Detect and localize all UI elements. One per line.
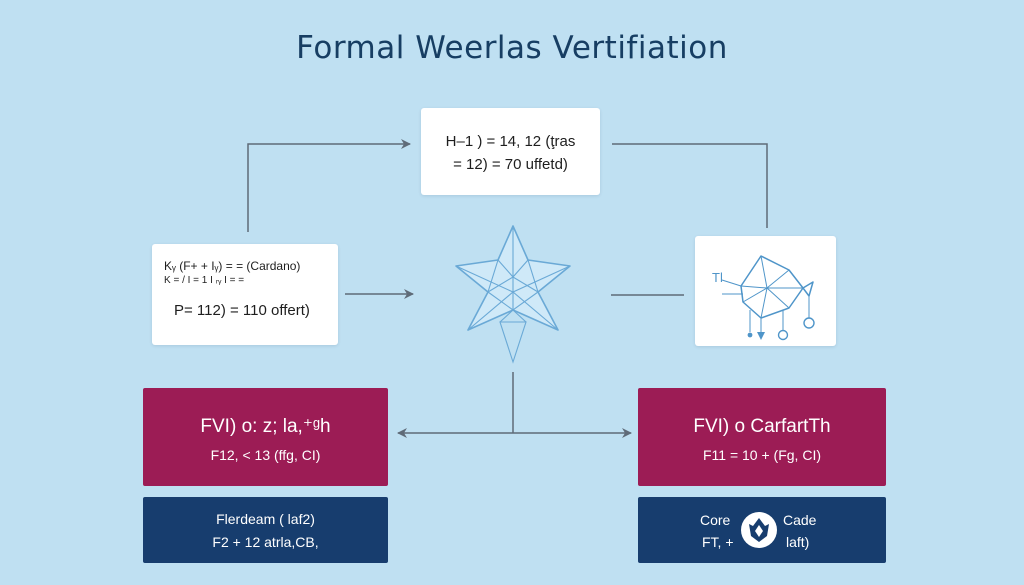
- laft-label: laft): [786, 534, 810, 550]
- bottom-left-blue-panel: Flerdeam ( laf2) F2 + 12 atrla,CB,: [143, 497, 388, 563]
- bottom-left-red-formula: F12, < 13 (ffg, CI): [210, 447, 321, 463]
- icon-box-label: Tl: [712, 270, 723, 285]
- bottom-left-red-panel: FVI) o: z; la,⁺ᵍh F12, < 13 (ffg, CI): [143, 388, 388, 486]
- right-icon-box: Tl: [695, 236, 836, 346]
- top-formula-line-1: H–1 ) = 14, 12 (ţras: [445, 133, 576, 150]
- left-formula-line-2: K = / I = 1 I ᵣᵧ I = =: [164, 275, 245, 286]
- bottom-left-blue-formula: F2 + 12 atrla,CB,: [212, 534, 319, 550]
- left-formula-line-3: P= 112) = 110 offert): [174, 302, 310, 319]
- cade-label: Cade: [783, 512, 817, 528]
- core-label: Core: [700, 512, 731, 528]
- core-cade-row: Core Cade FT, + laft): [638, 511, 886, 551]
- diagram-title: Formal Weerlas Vertifiation: [296, 30, 728, 66]
- bottom-right-red-formula: F11 = 10 + (Fg, CI): [702, 447, 821, 463]
- bottom-left-red-heading: FVI) o: z; la,⁺ᵍh: [200, 416, 331, 437]
- top-formula-box: H–1 ) = 14, 12 (ţras = 12) = 70 uffetd): [421, 108, 600, 195]
- bottom-right-blue-panel: Core Cade FT, + laft): [638, 497, 886, 563]
- bottom-right-red-panel: FVI) o CarfartTh F11 = 10 + (Fg, CI): [638, 388, 886, 486]
- star-polyhedron-icon: [455, 225, 571, 364]
- left-formula-line-1: Kᵧ (F+ + Iᵧ) = = (Cardano): [164, 259, 301, 273]
- crown-emblem-icon: [741, 512, 777, 548]
- ft-label: FT, +: [702, 534, 734, 550]
- connector-left-to-top: [247, 139, 411, 232]
- bottom-left-blue-heading: Flerdeam ( laf2): [216, 511, 315, 527]
- connector-top-to-right: [612, 143, 768, 228]
- bottom-right-red-heading: FVI) o CarfartTh: [693, 416, 831, 437]
- top-formula-line-2: = 12) = 70 uffetd): [453, 156, 568, 173]
- left-formula-box: Kᵧ (F+ + Iᵧ) = = (Cardano) K = / I = 1 I…: [152, 244, 338, 345]
- crystal-fish-icon: Tl: [712, 255, 815, 341]
